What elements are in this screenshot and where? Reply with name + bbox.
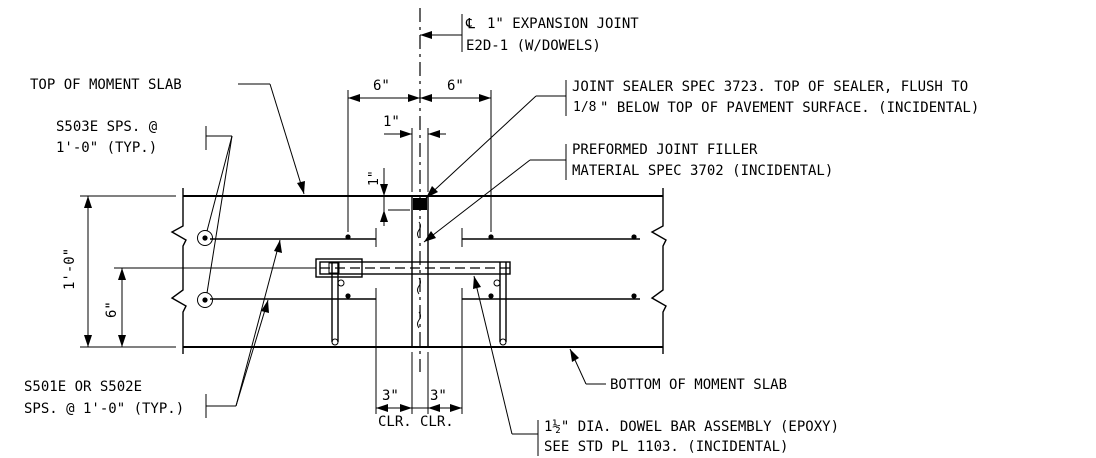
- cl-symbol: ℄: [465, 16, 475, 32]
- s503e-label-1: S503E SPS. @: [56, 119, 158, 135]
- rebar-mats: [197, 230, 640, 308]
- sealer-frac: 1/8: [573, 100, 596, 115]
- dim-6-right: 6": [447, 78, 464, 94]
- dim-slab-thickness: 1'-0": [62, 248, 78, 290]
- dowel-bar-assembly: [315, 258, 511, 346]
- rebar-dot: [345, 293, 351, 299]
- right-break-line: [650, 188, 667, 354]
- callout-s503e: S503E SPS. @ 1'-0" (TYP.): [56, 119, 233, 294]
- filler-hatch: [417, 221, 421, 239]
- rebar-dot: [345, 234, 351, 240]
- sealer-label-1: JOINT SEALER SPEC 3723. TOP OF SEALER, F…: [572, 79, 968, 95]
- s503e-label-2: 1'-0" (TYP.): [56, 140, 157, 156]
- dimension-dowel-height: 6": [104, 267, 316, 347]
- expansion-joint: [411, 8, 429, 372]
- dimension-6-left: 6" 6": [347, 78, 492, 232]
- dimension-sealer-depth: 1": [367, 168, 410, 226]
- top-of-slab-label: TOP OF MOMENT SLAB: [30, 77, 182, 93]
- callout-bottom-of-slab: BOTTOM OF MOMENT SLAB: [569, 348, 787, 393]
- expansion-joint-title: 1" EXPANSION JOINT: [487, 16, 639, 32]
- callout-top-of-slab: TOP OF MOMENT SLAB: [30, 77, 305, 195]
- clr-left-label: CLR.: [378, 414, 412, 430]
- centerline-label: ℄ 1" EXPANSION JOINT E2D-1 (W/DOWELS): [420, 14, 639, 54]
- bottom-of-slab-label: BOTTOM OF MOMENT SLAB: [610, 377, 787, 393]
- clr-right-label: CLR.: [420, 414, 454, 430]
- rebar-dot: [488, 234, 494, 240]
- dim-dowel-height: 6": [104, 301, 120, 318]
- clear-cover-lines: [375, 228, 463, 414]
- s501e-label-1: S501E OR S502E: [24, 379, 142, 395]
- s501e-label-2: SPS. @ 1'-0" (TYP.): [24, 401, 184, 417]
- dowel-label-2: SEE STD PL 1103. (INCIDENTAL): [544, 439, 788, 455]
- circled-bar-top: [197, 230, 213, 246]
- dimension-joint-width: 1": [383, 114, 446, 192]
- callout-joint-sealer: JOINT SEALER SPEC 3723. TOP OF SEALER, F…: [425, 79, 979, 199]
- expansion-joint-ref: E2D-1 (W/DOWELS): [466, 38, 601, 54]
- dim-joint-1: 1": [383, 114, 400, 130]
- sealer-label-2: " BELOW TOP OF PAVEMENT SURFACE. (INCIDE…: [600, 100, 979, 116]
- dowel-label-1: 1½" DIA. DOWEL BAR ASSEMBLY (EPOXY): [544, 419, 839, 435]
- rebar-dot: [488, 293, 494, 299]
- circled-bar-bottom: [197, 292, 213, 308]
- callout-dowel-bar: 1½" DIA. DOWEL BAR ASSEMBLY (EPOXY) SEE …: [473, 275, 839, 456]
- dim-clr-right-3: 3": [430, 388, 447, 404]
- filler-label-1: PREFORMED JOINT FILLER: [572, 142, 758, 158]
- moment-slab-outline: [170, 188, 667, 354]
- dimension-clear-cover: 3" 3" CLR. CLR.: [376, 352, 462, 430]
- dim-6-left: 6": [373, 78, 390, 94]
- joint-sealer: [413, 198, 427, 210]
- callout-s501e: S501E OR S502E SPS. @ 1'-0" (TYP.): [24, 239, 282, 418]
- rebar-dot: [631, 234, 637, 240]
- left-break-line: [170, 188, 187, 354]
- dim-sealer-1: 1": [367, 170, 382, 186]
- rebar-dot: [631, 293, 637, 299]
- dim-clr-left-3: 3": [382, 388, 399, 404]
- callout-joint-filler: PREFORMED JOINT FILLER MATERIAL SPEC 370…: [423, 142, 833, 243]
- filler-label-2: MATERIAL SPEC 3702 (INCIDENTAL): [572, 163, 833, 179]
- dimension-slab-thickness: 1'-0": [62, 195, 176, 348]
